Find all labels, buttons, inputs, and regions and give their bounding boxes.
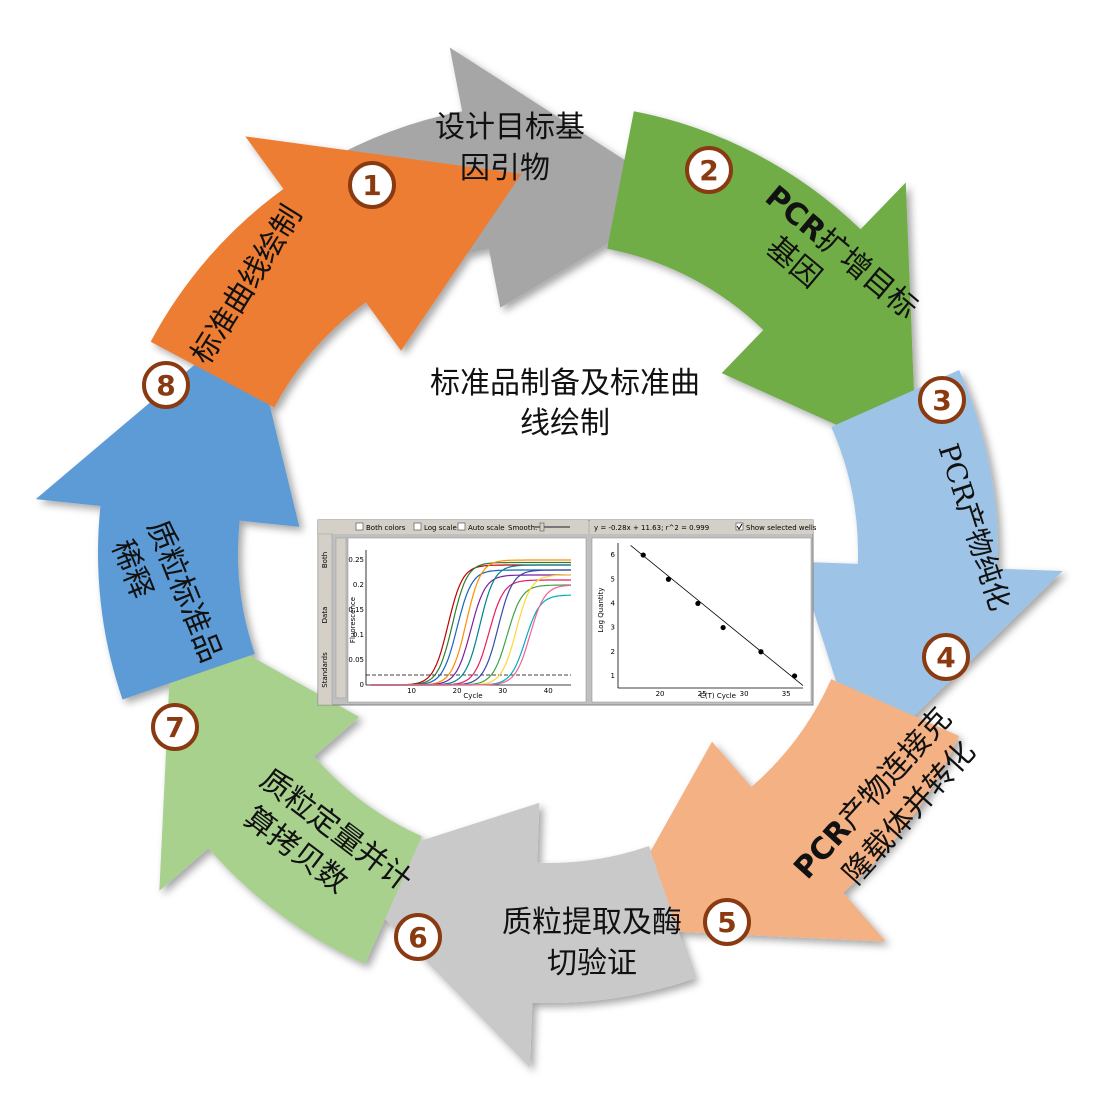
step-8-number: 8: [156, 369, 175, 402]
std-data-point: [791, 673, 798, 679]
std-ytick-label: 6: [611, 551, 616, 559]
arrow-step-3: [797, 369, 1063, 766]
amp-ytick-label: 0.1: [353, 631, 364, 639]
step-6-number: 6: [408, 921, 427, 954]
std-data-point: [695, 600, 701, 607]
side-tab-strip: [317, 533, 333, 706]
step-6-badge: [394, 913, 442, 961]
std-equation: y = -0.28x + 11.63; r^2 = 0.999: [594, 524, 709, 532]
std-ytick-label: 4: [611, 599, 616, 607]
amp-ytick-label: 0: [360, 681, 364, 689]
step-3-badge: [918, 376, 966, 424]
amp-toolbar: [318, 520, 588, 534]
amp-xtick-label: 20: [453, 687, 462, 695]
std-data-point: [720, 624, 726, 631]
amp-ylabel: Fluorescence: [349, 597, 357, 643]
show-selected-wells-label: Show selected wells: [746, 524, 817, 532]
std-data-point: [758, 649, 764, 655]
std-regression-line: [630, 545, 804, 686]
step-4-number: 4: [936, 641, 955, 674]
amp-xtick-label: 10: [407, 687, 416, 695]
arrow-step-6: [159, 612, 422, 965]
amp-xtick-label: 40: [544, 687, 553, 695]
arrow-step-4: [607, 679, 960, 942]
amp-ytick-label: 0.15: [348, 606, 364, 614]
std-ytick-label: 1: [611, 672, 615, 680]
side-tab-standards[interactable]: Standards: [321, 652, 329, 688]
amp-curve: [370, 584, 572, 686]
std-xtick-label: 30: [740, 690, 749, 698]
smooth-label: Smooth:: [508, 524, 537, 532]
std-xtick-label: 25: [698, 690, 707, 698]
center-title-line1: 标准品制备及标准曲: [430, 366, 700, 401]
amp-ytick-label: 0.2: [353, 581, 364, 589]
step-7-number: 7: [165, 711, 184, 744]
amp-xtick-label: 30: [498, 687, 507, 695]
side-tab-data[interactable]: Data: [321, 607, 329, 624]
both-colors-checkbox[interactable]: [355, 522, 364, 531]
smooth-slider[interactable]: [534, 526, 570, 528]
std-ytick-label: 2: [611, 648, 615, 656]
arrow-step-5: [335, 802, 695, 1068]
std-plot-panel: [591, 537, 812, 703]
std-xlabel: C(T) Cycle: [700, 692, 736, 700]
step-1-number: 1: [362, 169, 381, 202]
auto-scale-label: Auto scale: [468, 524, 505, 532]
cycle-arrows: [35, 47, 1063, 1068]
step-2-badge: [685, 146, 733, 194]
amplification-plot: 0.25 0.2 0.15 0.1 0.05 0 10 20 30 40: [348, 550, 572, 695]
std-toolbar: [590, 520, 813, 534]
step1-label-line1: 设计目标基: [435, 110, 585, 145]
step5-label-line1: 质粒提取及酶: [502, 905, 682, 940]
both-colors-label: Both colors: [366, 524, 406, 532]
amp-y-slider[interactable]: [335, 537, 347, 699]
std-ylabel: Log Quantity: [597, 588, 605, 633]
std-ytick-label: 3: [611, 624, 615, 632]
std-ytick-label: 5: [611, 575, 615, 583]
std-xtick-label: 20: [656, 690, 665, 698]
step-4-badge: [922, 633, 970, 681]
arrow-step-7: [35, 319, 300, 700]
step-3-number: 3: [932, 384, 951, 417]
center-title-line2: 线绘制: [520, 406, 610, 441]
step-1-badge: [348, 161, 396, 209]
std-xtick-label: 35: [782, 690, 791, 698]
show-selected-wells-checkbox[interactable]: [735, 522, 744, 531]
amp-ytick-label: 0.25: [348, 556, 364, 564]
smooth-slider-thumb[interactable]: [539, 522, 545, 532]
log-scale-checkbox[interactable]: [413, 522, 422, 531]
step-8-badge: [142, 361, 190, 409]
step-5-badge: [703, 898, 751, 946]
arrow-step-8: [150, 136, 522, 408]
qpcr-software-inset: Both colors Log scale Auto scale Smooth:…: [317, 519, 817, 706]
side-tab-both[interactable]: Both: [321, 552, 329, 568]
std-data-point: [665, 576, 672, 582]
step5-label-line2: 切验证: [547, 946, 637, 981]
step-7-badge: [151, 703, 199, 751]
step-2-number: 2: [699, 154, 718, 187]
log-scale-label: Log scale: [424, 524, 457, 532]
checkmark-icon: [736, 523, 743, 530]
arrow-step-2: [607, 111, 917, 462]
auto-scale-checkbox[interactable]: [457, 522, 466, 531]
amp-ytick-label: 0.05: [348, 656, 364, 664]
amp-xlabel: Cycle: [463, 692, 482, 700]
standard-curve-plot: 6 5 4 3 2 1 20 25 30 35: [611, 543, 804, 698]
step1-label-line2: 因引物: [460, 151, 550, 186]
step-5-number: 5: [717, 906, 736, 939]
step-badges: 1 2 3 4 5 6 7 8: [142, 146, 970, 961]
std-data-point: [640, 552, 646, 558]
